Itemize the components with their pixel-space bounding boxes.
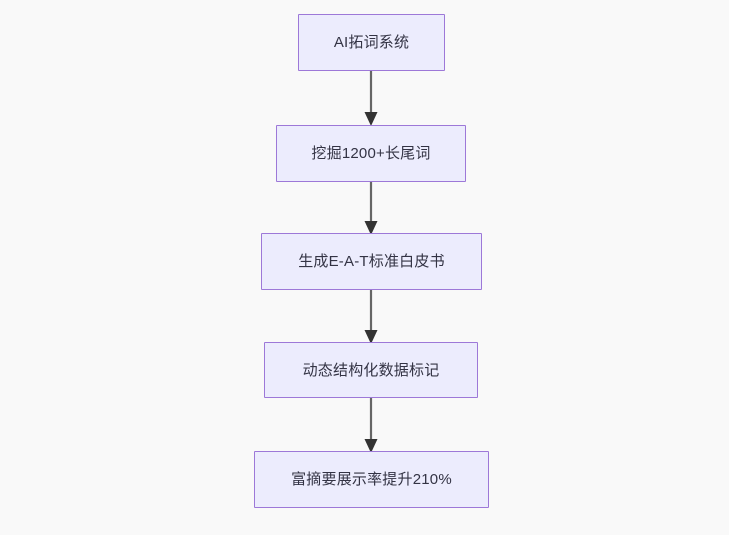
edge-n3-n4 bbox=[357, 287, 385, 346]
flow-node-mine-longtail-keywords[interactable]: 挖掘1200+长尾词 bbox=[276, 125, 466, 182]
flow-node-label: 挖掘1200+长尾词 bbox=[311, 145, 431, 162]
edge-n2-n3 bbox=[357, 179, 385, 237]
flow-node-ai-keyword-system[interactable]: AI拓词系统 bbox=[298, 14, 445, 71]
flow-node-label: 生成E-A-T标准白皮书 bbox=[298, 253, 445, 270]
flow-node-label: AI拓词系统 bbox=[333, 34, 410, 51]
flow-node-label: 富摘要展示率提升210% bbox=[291, 471, 452, 488]
flow-node-generate-eat-whitepaper[interactable]: 生成E-A-T标准白皮书 bbox=[261, 233, 482, 290]
edge-n4-n5 bbox=[357, 395, 385, 455]
edge-n1-n2 bbox=[357, 68, 385, 128]
flow-node-rich-snippet-impression-lift[interactable]: 富摘要展示率提升210% bbox=[254, 451, 489, 508]
flow-node-label: 动态结构化数据标记 bbox=[302, 361, 440, 379]
flow-node-dynamic-structured-data-markup[interactable]: 动态结构化数据标记 bbox=[264, 342, 478, 398]
